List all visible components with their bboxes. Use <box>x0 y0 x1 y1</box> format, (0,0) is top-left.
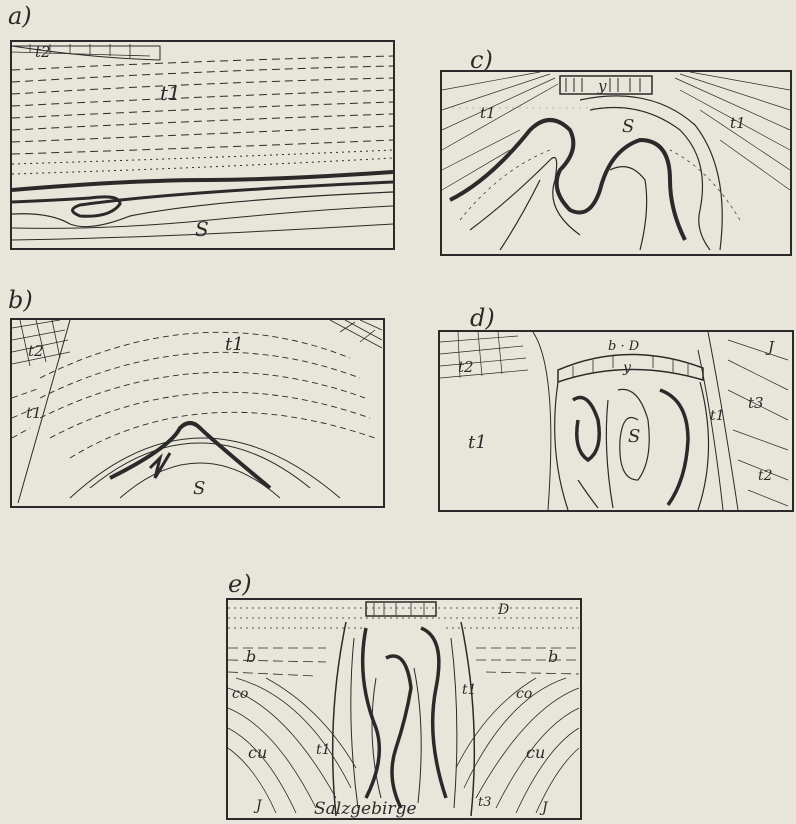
label-t1-e-right: t1 <box>462 682 477 698</box>
label-s-d: S <box>628 426 640 447</box>
label-cu-e-left: cu <box>248 743 267 762</box>
label-b-e-right: b <box>548 647 558 666</box>
label-t2-d: t2 <box>458 358 474 376</box>
label-co-e-right: co <box>516 686 532 702</box>
panel-c-diagram: t1 y S t1 <box>440 70 792 256</box>
label-t1-a: t1 <box>160 81 181 105</box>
label-y-c: y <box>597 77 607 95</box>
label-cu-e-right: cu <box>526 743 545 762</box>
label-t3-d: t3 <box>748 394 764 412</box>
panel-d-diagram: t2 t1 b · D y S t1 J t3 t2 <box>438 330 794 512</box>
label-j-e-left: J <box>253 798 263 814</box>
label-bd-d: b · D <box>608 339 640 354</box>
label-t1-d-right: t1 <box>710 408 725 424</box>
label-t1-d: t1 <box>468 432 487 453</box>
label-s-b: S <box>193 478 205 499</box>
panel-b-diagram: t2 t1 t1 S <box>10 318 385 508</box>
label-t1-b: t1 <box>225 334 244 355</box>
label-t2-b: t2 <box>28 342 44 360</box>
panel-e-label: e) <box>228 570 252 598</box>
label-t1-e-left: t1 <box>316 742 331 758</box>
label-t2-a: t2 <box>35 43 51 61</box>
label-t2-d-right: t2 <box>758 468 773 484</box>
label-t3-e: t3 <box>478 795 492 810</box>
label-salzgebirge: Salzgebirge <box>314 799 417 819</box>
label-s-c: S <box>622 116 634 137</box>
panel-b-label: b) <box>8 286 33 314</box>
panel-a-diagram: t2 t1 S <box>10 40 395 250</box>
label-co-e-left: co <box>232 686 248 702</box>
label-y-d: y <box>622 360 632 376</box>
panel-e-diagram: b D b co co cu t1 t1 cu J t3 J Salzgebir… <box>226 598 582 820</box>
label-t1-c-left: t1 <box>480 104 496 122</box>
panel-d-label: d) <box>470 304 495 332</box>
label-b-e-left: b <box>246 647 256 666</box>
label-j-d: J <box>765 338 775 356</box>
label-t1-c-right: t1 <box>730 114 746 132</box>
label-t1-b-left: t1 <box>26 404 42 422</box>
panel-a-label: a) <box>8 2 32 30</box>
label-d-e: D <box>497 602 509 618</box>
label-s-a: S <box>195 217 209 241</box>
